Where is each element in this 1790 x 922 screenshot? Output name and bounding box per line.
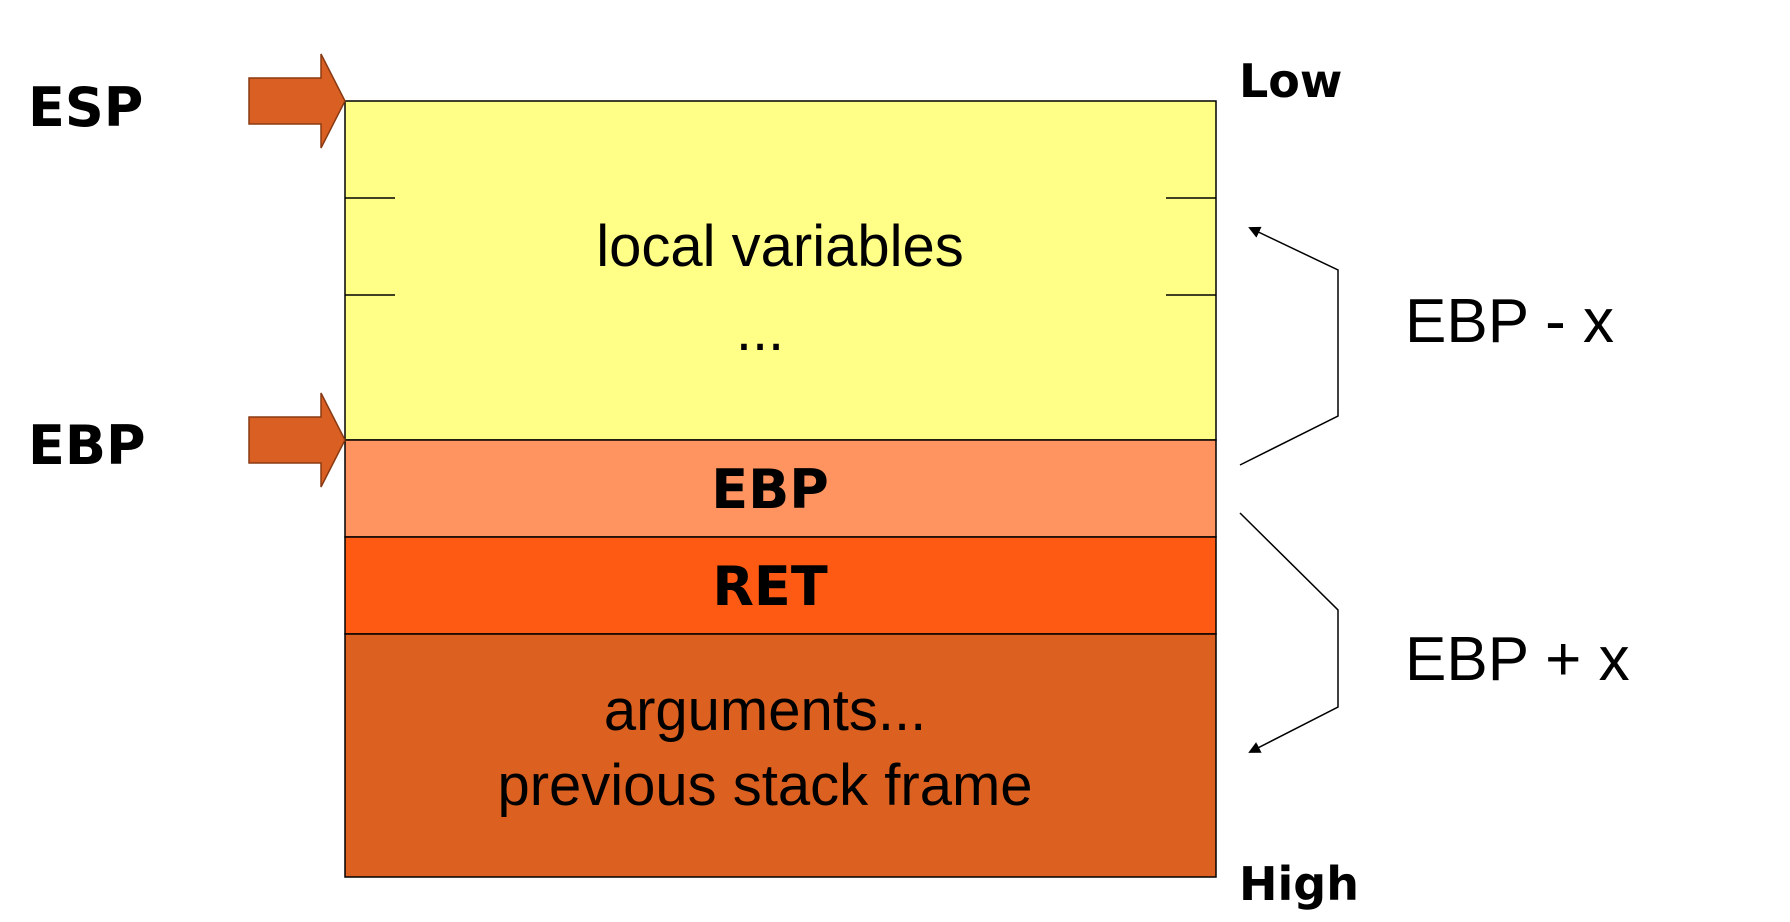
ebp-pointer-label: EBP	[28, 414, 146, 477]
local-variables-label: local variables	[596, 214, 964, 279]
ret-label: RET	[712, 555, 827, 618]
high-address-label: High	[1239, 857, 1359, 911]
low-address-label: Low	[1239, 54, 1342, 108]
previous-stack-frame-label: previous stack frame	[497, 753, 1032, 818]
positive-offset-bracket	[1239, 512, 1339, 753]
ebp-pointer-arrow-icon	[248, 392, 346, 488]
arguments-label: arguments...	[604, 678, 926, 743]
local-variables-ellipsis: ...	[736, 298, 784, 363]
saved-ebp-label: EBP	[711, 458, 829, 521]
arguments-block	[344, 633, 1217, 878]
negative-offset-bracket	[1239, 226, 1339, 466]
esp-pointer-label: ESP	[28, 76, 143, 139]
negative-offset-label: EBP - x	[1405, 287, 1614, 356]
esp-pointer-arrow-icon	[248, 53, 346, 149]
local-variables-block	[344, 100, 1217, 441]
positive-offset-label: EBP + x	[1405, 625, 1630, 694]
ret-block	[344, 536, 1217, 635]
